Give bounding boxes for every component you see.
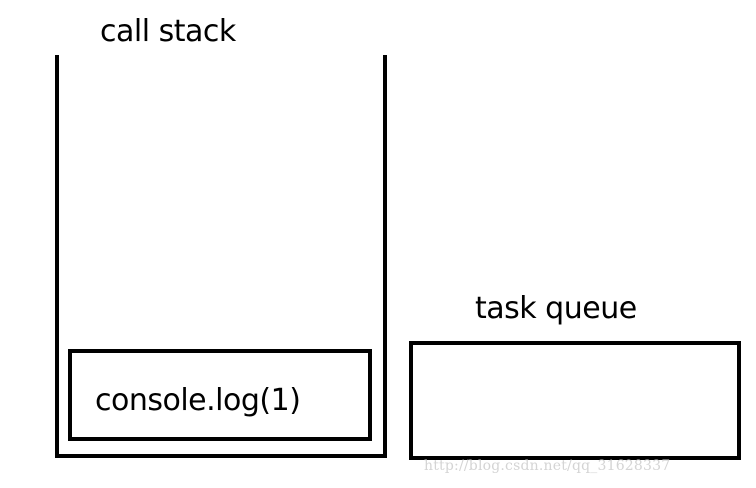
- task-queue-box: [409, 341, 741, 460]
- watermark-url: http://blog.csdn.net/qq_31628337: [424, 458, 671, 474]
- call-stack-title: call stack: [100, 14, 236, 49]
- call-stack-frame-label: console.log(1): [95, 383, 301, 418]
- call-stack-frame: [68, 349, 372, 441]
- task-queue-title: task queue: [475, 291, 637, 326]
- call-stack-container: [55, 55, 387, 458]
